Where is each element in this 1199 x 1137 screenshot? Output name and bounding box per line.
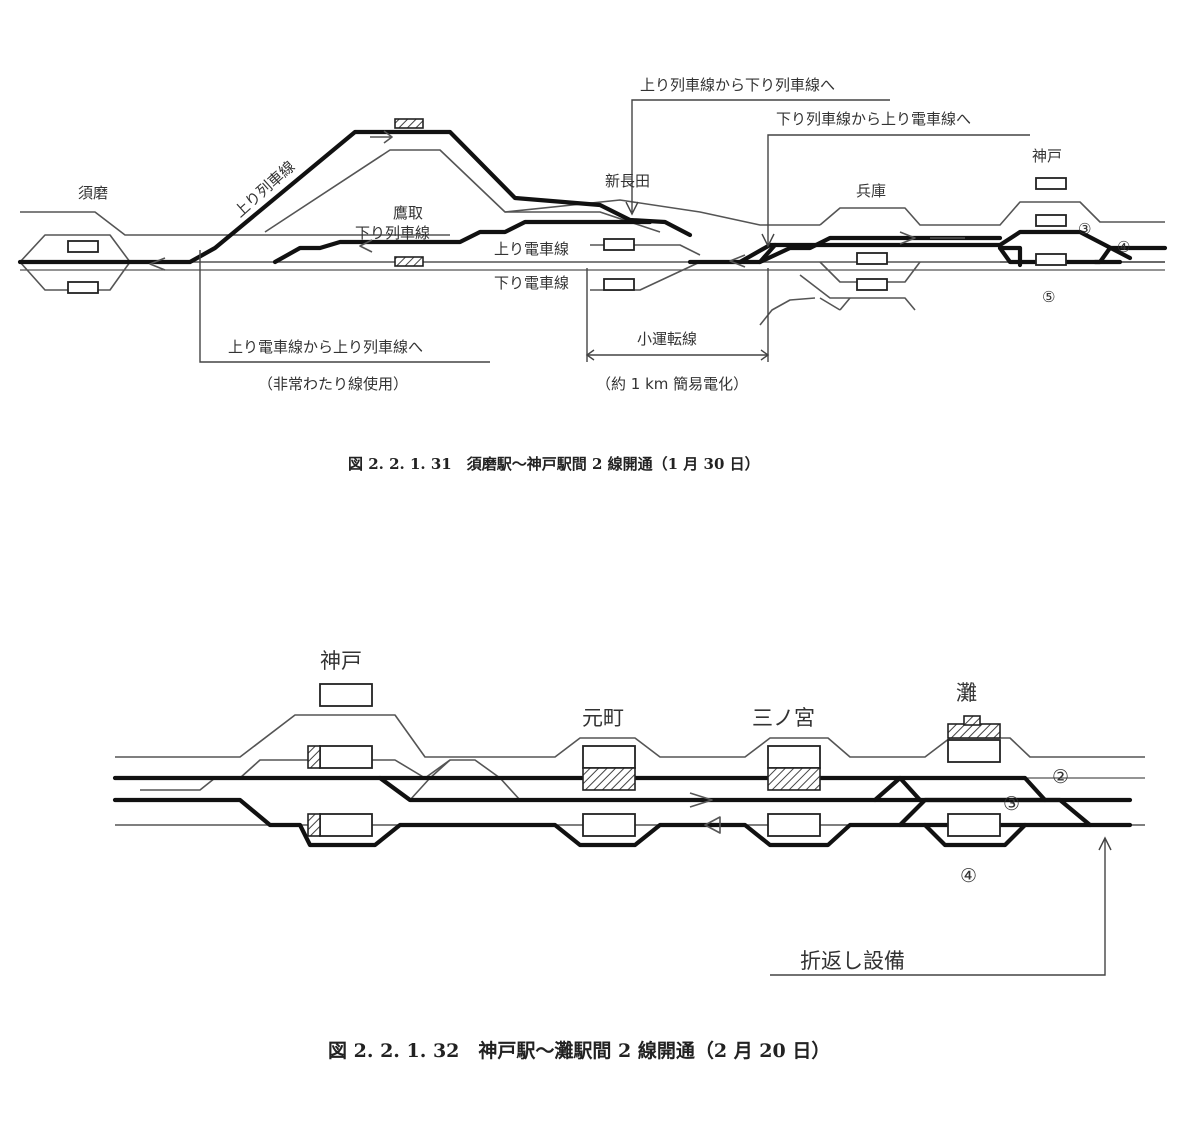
station-kobe: 神戸 (1032, 147, 1062, 165)
platform (947, 813, 1001, 837)
direction-arrow (899, 231, 916, 245)
figure-2-direction-arrows (689, 792, 721, 834)
track-number: ④ (960, 865, 977, 887)
platform (947, 723, 1001, 739)
leader-arrow (1098, 836, 1112, 851)
leader-line (199, 250, 490, 363)
platform (767, 767, 821, 791)
platform (582, 767, 636, 791)
platform (307, 745, 321, 769)
annotation-down-to-up: 下り列車線から上り電車線へ (776, 110, 971, 128)
figure-2-platforms (307, 683, 1001, 837)
platform (1035, 253, 1067, 266)
platform (394, 256, 424, 267)
label-kudari-ressha: 下り列車線 (355, 224, 430, 242)
figure-1-thin-tracks (19, 149, 1165, 326)
annotation-small-operation-line: 小運転線 (637, 330, 697, 348)
direction-arrow (370, 130, 393, 144)
dimension-line (586, 268, 769, 362)
platform (319, 745, 373, 769)
figure-1-caption: 図 2. 2. 1. 31 須磨駅～神戸駅間 2 線開通（1 月 30 日） (348, 455, 760, 473)
annotation-up-densha-to-up-ressha: 上り電車線から上り列車線へ (228, 338, 423, 356)
leader-arrow (761, 233, 775, 248)
platform (307, 813, 321, 837)
platform (963, 715, 981, 726)
figure-2-leader-lines (770, 836, 1112, 976)
annotation-up-to-down: 上り列車線から下り列車線へ (640, 76, 835, 94)
platform (603, 278, 635, 291)
figure-1-platforms (67, 118, 1067, 294)
platform (394, 118, 424, 129)
station-motomachi: 元町 (582, 706, 624, 730)
platform (856, 252, 888, 265)
figure-1-labels: 須磨 鷹取 新長田 兵庫 神戸 上り列車線 下り列車線 上り電車線 下り電車線 … (78, 76, 1130, 393)
figure-2-thick-tracks (112, 775, 1133, 848)
platform (767, 745, 821, 769)
track-number: ④ (1117, 238, 1130, 256)
label-nobori-densha: 上り電車線 (494, 240, 569, 258)
platform (767, 813, 821, 837)
label-kudari-densha: 下り電車線 (494, 274, 569, 292)
leader-line (631, 99, 890, 212)
platform (582, 745, 636, 769)
platform (67, 281, 99, 294)
platform (1035, 177, 1067, 190)
leader-arrow (625, 201, 639, 216)
direction-arrow (729, 254, 746, 268)
annotation-emergency-crossover: （非常わたり線使用） (258, 375, 408, 393)
track-number: ③ (1003, 793, 1020, 815)
platform (856, 278, 888, 291)
annotation-simple-electrification: （約 1 km 簡易電化） (596, 375, 748, 393)
station-hyogo: 兵庫 (856, 182, 886, 200)
station-nada: 灘 (956, 681, 977, 705)
direction-arrow (359, 239, 373, 253)
platform (319, 683, 373, 707)
leader-line (767, 134, 1030, 245)
track-number: ② (1052, 766, 1069, 788)
platform (947, 739, 1001, 763)
leader-line (770, 838, 1106, 976)
platform (1035, 214, 1067, 227)
figure-2-labels: 神戸 元町 三ノ宮 灘 ② ③ ④ 折返し設備 (320, 649, 1069, 973)
station-suma: 須磨 (78, 184, 108, 202)
platform (319, 813, 373, 837)
station-sannomiya: 三ノ宮 (752, 706, 815, 730)
station-shin-nagata: 新長田 (605, 172, 650, 190)
station-takatori: 鷹取 (393, 204, 423, 222)
figure-2-caption: 図 2. 2. 1. 32 神戸駅～灘駅間 2 線開通（2 月 20 日） (328, 1039, 830, 1062)
dimension-arrow (585, 349, 770, 361)
figure-1-leader-lines (199, 99, 1030, 363)
figure-2: 神戸 元町 三ノ宮 灘 ② ③ ④ 折返し設備 図 2. 2. 1. 32 神戸… (112, 649, 1145, 1062)
platform (603, 238, 635, 251)
direction-arrow (704, 816, 721, 834)
figure-1-direction-arrows (149, 130, 965, 271)
figure-1-thick-tracks (17, 129, 1168, 268)
annotation-turnback-facility: 折返し設備 (800, 949, 905, 973)
platform (582, 813, 636, 837)
direction-arrow (149, 257, 166, 271)
track-number: ③ (1078, 220, 1091, 238)
direction-arrow (689, 792, 713, 808)
track-number: ⑤ (1042, 288, 1055, 306)
figure-1: 須磨 鷹取 新長田 兵庫 神戸 上り列車線 下り列車線 上り電車線 下り電車線 … (17, 76, 1168, 473)
station-kobe: 神戸 (320, 649, 362, 673)
platform (67, 240, 99, 253)
